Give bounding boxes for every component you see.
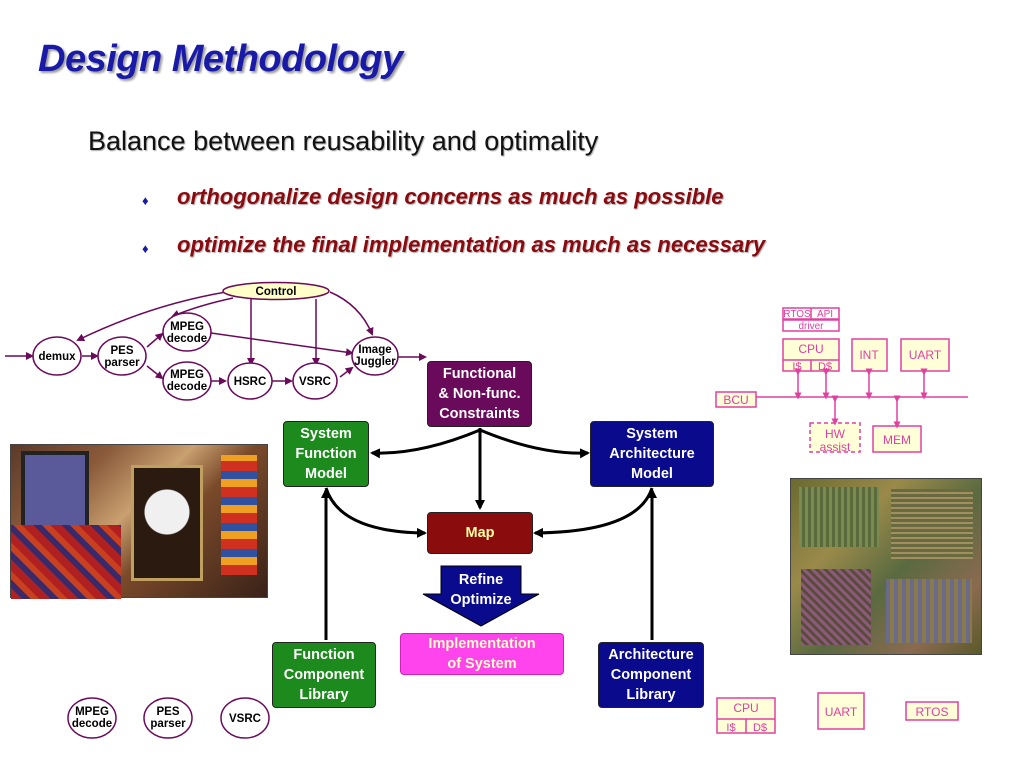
page-title: Design Methodology [38, 38, 403, 80]
int-box [851, 338, 888, 372]
svg-text:assist: assist [820, 440, 851, 454]
bullet-diamond-icon: ♦ [142, 193, 149, 208]
subtitle: Balance between reusability and optimali… [88, 126, 599, 156]
bullet-text-1: orthogonalize design concerns as much as… [177, 184, 724, 209]
mpeg-decode-node-top [162, 312, 212, 352]
pes-parser-node [97, 336, 147, 376]
flow-arrows [321, 428, 657, 640]
svg-text:INT: INT [859, 348, 879, 362]
svg-text:D$: D$ [753, 722, 767, 734]
svg-text:HW: HW [825, 427, 846, 441]
mirror [131, 465, 203, 581]
demux-label: demux [38, 351, 76, 363]
svg-text:CPU: CPU [733, 701, 758, 715]
svg-text:API: API [817, 309, 833, 320]
refine-arrow [422, 565, 540, 627]
mpeg-bottom-label-1: MPEG [170, 369, 204, 381]
bullet-2: ♦ [142, 240, 149, 258]
chip-block [799, 487, 879, 547]
demux-node [32, 336, 82, 376]
svg-text:I$: I$ [726, 722, 735, 734]
svg-text:I$: I$ [792, 361, 801, 373]
mpeg-top-label-1: MPEG [170, 321, 204, 333]
arch-labels: RTOS API driver CPU I$ D$ INT UART BCU H… [723, 309, 948, 734]
image-juggler-node [351, 336, 399, 376]
pes-label-1: PES [110, 345, 133, 357]
mpeg-decode-node-bottom [162, 361, 212, 401]
system-function-model-box: System Function Model [283, 421, 369, 487]
image-label-1: Image [358, 344, 391, 356]
mpeg-top-label-2: decode [167, 333, 207, 345]
svg-text:UART: UART [825, 705, 858, 719]
library-vsrc-label: VSRC [229, 713, 261, 725]
library-uart-box [817, 692, 865, 730]
driver-box [782, 319, 840, 332]
svg-text:driver: driver [798, 321, 824, 332]
svg-text:D$: D$ [818, 361, 832, 373]
pes-label-2: parser [104, 357, 140, 369]
vsrc-label: VSRC [299, 376, 331, 388]
mpeg-bottom-label-2: decode [167, 381, 207, 393]
control-node [222, 281, 330, 301]
map-box: Map [427, 512, 533, 554]
library-vsrc-node [220, 697, 270, 739]
svg-text:RTOS: RTOS [916, 705, 949, 719]
chip-block [801, 569, 871, 645]
function-component-library-box: Function Component Library [272, 642, 376, 708]
svg-text:MEM: MEM [883, 433, 911, 447]
image-label-2: Juggler [354, 356, 396, 368]
control-label: Control [256, 286, 297, 298]
implementation-box: Implementation of System [400, 633, 564, 675]
photo-image [10, 444, 268, 599]
svg-text:RTOS: RTOS [783, 309, 811, 320]
svg-text:BCU: BCU [723, 393, 748, 407]
chip-block [886, 579, 972, 643]
svg-text:CPU: CPU [798, 342, 823, 356]
hw-assist-box [809, 422, 861, 453]
vsrc-node [292, 362, 338, 400]
library-pes-parser-node [143, 697, 193, 739]
painting-frame [21, 451, 89, 529]
dataflow-edges [5, 291, 427, 385]
chip-die-image [790, 478, 982, 655]
library-mpeg-label-2: decode [72, 718, 112, 730]
library-rtos-box [905, 701, 959, 721]
library-mpeg-decode-node [67, 697, 117, 739]
plaid-coat [11, 525, 121, 599]
hsrc-node [227, 362, 273, 400]
bcu-box [715, 391, 757, 408]
library-pes-label-1: PES [156, 706, 179, 718]
bullet-1: ♦ [142, 192, 149, 210]
arch-diagram [715, 307, 968, 734]
dataflow-nodes [32, 281, 399, 739]
puppet [221, 455, 257, 575]
svg-text:UART: UART [909, 348, 942, 362]
bullet-diamond-icon: ♦ [142, 241, 149, 256]
mem-box [872, 425, 922, 453]
bullet-text-2: optimize the final implementation as muc… [177, 232, 766, 257]
refine-label: Refine Optimize [450, 572, 512, 608]
system-architecture-model-box: System Architecture Model [590, 421, 714, 487]
dataflow-labels: Control demux PES parser MPEG decode MPE… [38, 286, 396, 730]
library-pes-label-2: parser [150, 718, 186, 730]
uart-box [900, 338, 950, 372]
chip-block [891, 489, 973, 559]
library-mpeg-label-1: MPEG [75, 706, 109, 718]
hsrc-label: HSRC [234, 376, 267, 388]
architecture-component-library-box: Architecture Component Library [598, 642, 704, 708]
constraints-box: Functional & Non-func. Constraints [427, 361, 532, 427]
